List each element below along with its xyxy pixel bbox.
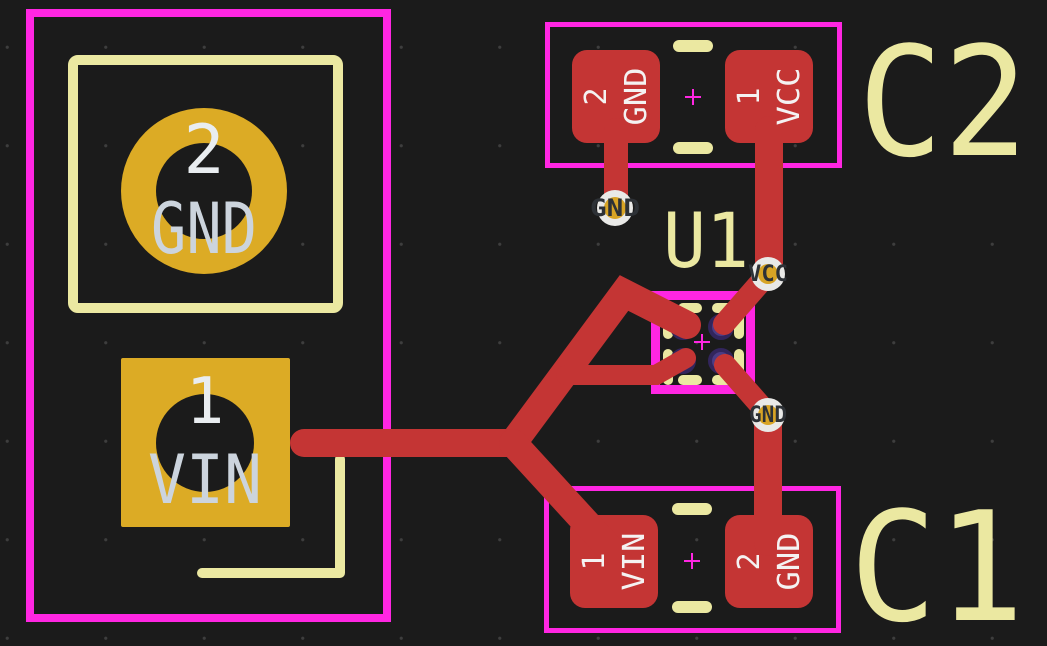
- connector-courtyard: [26, 9, 391, 622]
- c2-courtyard: [545, 22, 842, 168]
- connector-pin1-hole: [156, 394, 254, 492]
- c2-anchor-cross: [685, 89, 701, 105]
- connector-pin2-net: GND: [151, 188, 257, 270]
- c2-pad2-labels: 2 GND: [579, 68, 654, 126]
- u1-pad-bar: [678, 375, 702, 385]
- connector-pin1-silk-line: [197, 454, 345, 578]
- c2-pad1-labels: 1 VCC: [732, 68, 807, 126]
- u1-anchor-cross: [694, 334, 710, 350]
- c2-pad1-net: VCC: [772, 68, 807, 126]
- via-gnd-bottom-core: [758, 405, 778, 425]
- c1-pad2-labels: 2 GND: [732, 533, 807, 591]
- via-gnd-top-label: GND: [590, 194, 640, 222]
- c1-silk-dash: [672, 503, 712, 515]
- c1-pad1-net: VIN: [617, 533, 652, 591]
- c2-pad2-net: GND: [619, 68, 654, 126]
- c2-silk-dash: [673, 40, 713, 52]
- connector-pin1-number: 1: [186, 365, 225, 439]
- c1-pad1-number: 1: [577, 552, 612, 570]
- trace-vin-u1-branch[interactable]: [556, 348, 696, 385]
- c1-silk-dash: [672, 601, 712, 613]
- via-vcc-core: [758, 264, 778, 284]
- u1-reference-label[interactable]: U1: [663, 196, 749, 285]
- trace-vin-c1[interactable]: [499, 429, 626, 565]
- c2-silk-dash: [673, 142, 713, 154]
- c2-pad2-number: 2: [579, 87, 614, 105]
- via-gnd-top-core: [604, 197, 626, 219]
- connector-pin2-hole: [156, 143, 252, 239]
- connector-pin1-net: VIN: [148, 441, 262, 520]
- connector-silkscreen-outline: [68, 55, 343, 313]
- c1-pad1-labels: 1 VIN: [577, 533, 652, 591]
- c1-courtyard: [544, 486, 841, 633]
- via-vcc-label: VCC: [748, 262, 788, 287]
- u1-courtyard: [651, 291, 755, 394]
- c2-pad1-number: 1: [732, 87, 767, 105]
- c2-reference-label[interactable]: C2: [858, 14, 1028, 191]
- via-gnd-bottom-label: GND: [749, 403, 787, 428]
- c1-anchor-cross: [684, 553, 700, 569]
- c1-pad2-net: GND: [772, 533, 807, 591]
- connector-pin2-number: 2: [184, 111, 225, 190]
- u1-pad-bar: [678, 303, 702, 313]
- c1-pad2-number: 2: [732, 552, 767, 570]
- c1-reference-label[interactable]: C1: [850, 479, 1025, 646]
